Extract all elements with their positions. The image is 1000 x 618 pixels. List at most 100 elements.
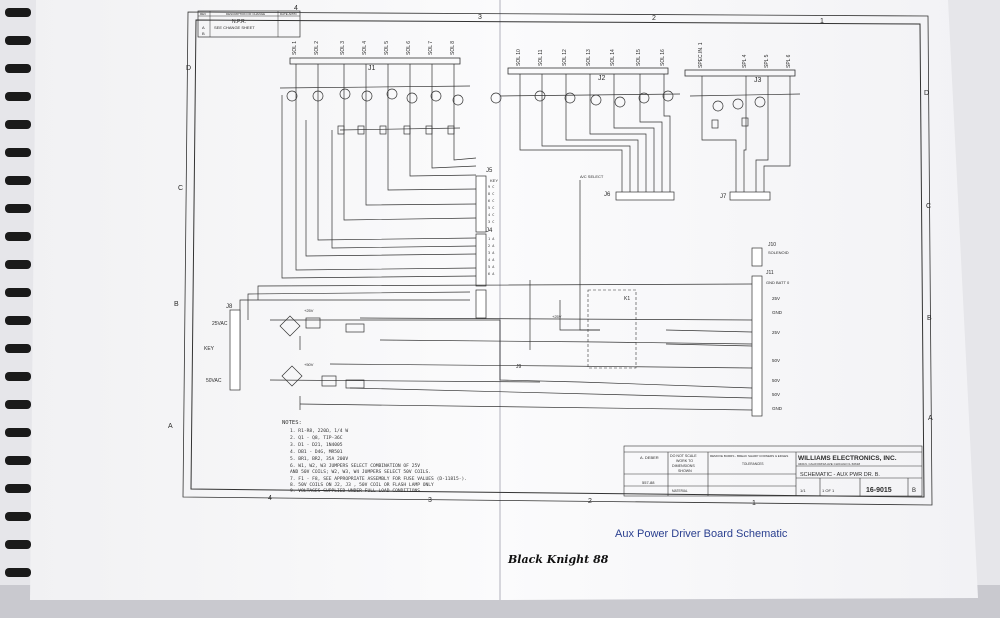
svg-text:3. D1 - D21, 1N4005: 3. D1 - D21, 1N4005 [290,442,343,448]
svg-text:GND: GND [772,406,783,411]
svg-text:SOL 12: SOL 12 [562,49,568,66]
connector-j7-body [729,191,771,201]
connector-j10: J10 [768,242,776,248]
svg-text:8. 50V COILS ON J2, J3 , 50V C: 8. 50V COILS ON J2, J3 , 50V COIL OR FLA… [290,482,434,488]
relay-k1-box [587,289,637,369]
svg-text:WORK TO: WORK TO [676,459,693,463]
svg-text:SOLENOID: SOLENOID [768,250,789,255]
connector-j5: J5 [486,168,493,174]
drawing-number: 16-9015 [866,487,892,494]
label-key: KEY [204,346,215,352]
svg-text:6. W1, W2, W3 JUMPERS SELECT C: 6. W1, W2, W3 JUMPERS SELECT COMBINATION… [290,463,420,469]
svg-text:SEE CHANGE SHEET: SEE CHANGE SHEET [214,25,255,30]
book-title: Black Knight 88 [508,553,609,566]
svg-text:REMOVE BURRS - BREAK SHARP COR: REMOVE BURRS - BREAK SHARP CORNERS & EDG… [710,454,788,458]
svg-text:2: 2 [588,498,592,505]
svg-text:SOL 3: SOL 3 [340,41,346,55]
svg-text:SOL 13: SOL 13 [586,49,592,66]
svg-text:C: C [926,203,931,210]
zone-markers: 4 3 2 1 4 3 2 1 D C B A D C B A [168,5,933,507]
label-25vac: 25VAC [212,321,228,327]
svg-text:50V: 50V [772,392,780,397]
svg-text:A: A [202,25,205,30]
svg-text:2 A: 2 A [488,244,495,248]
connector-j8-body [229,309,241,391]
svg-text:SOL 6: SOL 6 [406,41,412,55]
svg-text:DESCRIPTION OF CHANGE: DESCRIPTION OF CHANGE [226,12,265,16]
svg-text:SOL 5: SOL 5 [384,41,390,55]
svg-text:25V: 25V [772,330,780,335]
svg-text:4 C: 4 C [488,213,494,217]
revision-letter: B [912,488,916,494]
svg-text:MATERIAL: MATERIAL [672,489,688,493]
svg-text:A. DEBER: A. DEBER [640,455,659,460]
svg-text:SHOWN: SHOWN [678,469,692,473]
svg-text:4 A: 4 A [488,258,495,262]
svg-text:1. R1-R8, 220Ω, 1/4 W: 1. R1-R8, 220Ω, 1/4 W [290,428,348,434]
svg-text:AND 50V COILS; W2, W3, W4 JUMP: AND 50V COILS; W2, W3, W4 JUMPERS SELECT… [290,469,431,475]
svg-text:SOL 14: SOL 14 [610,49,616,66]
svg-text:8 C: 8 C [488,192,494,196]
svg-text:+25V: +25V [552,314,562,319]
relay-k1-label: K1 [624,296,630,302]
svg-text:SPL 6: SPL 6 [786,54,792,68]
svg-text:A: A [168,423,173,430]
connector-j3: J3 [754,77,762,84]
svg-text:B: B [927,315,932,322]
svg-text:25V: 25V [772,296,780,301]
power-wiring [239,280,753,411]
connector-j8: J8 [226,304,233,310]
svg-text:D: D [186,65,191,72]
svg-text:1/1: 1/1 [800,488,806,493]
connector-j7: J7 [720,194,727,200]
svg-text:1 OF 1: 1 OF 1 [822,488,835,493]
svg-text:NOTES:: NOTES: [282,420,302,426]
svg-text:SOL 10: SOL 10 [516,49,522,66]
svg-text:3 C: 3 C [488,220,494,224]
drawing-border [182,11,933,506]
driver-transistors [279,85,801,135]
connector-j6: J6 [604,192,611,198]
svg-text:+25V: +25V [304,308,314,313]
solenoid-labels: SOL 1 SOL 2 SOL 3 SOL 4 SOL 5 SOL 6 SOL … [292,41,792,68]
right-page [500,0,978,600]
svg-text:3: 3 [428,497,432,504]
label-50vac: 50VAC [206,378,222,384]
svg-text:4. DB1 - D4G, MR501: 4. DB1 - D4G, MR501 [290,449,343,455]
svg-text:SPL 4: SPL 4 [742,54,748,68]
notes-block: NOTES: 1. R1-R8, 220Ω, 1/4 W 2. Q1 - Q8,… [282,420,467,494]
connector-j5-stack [475,175,487,319]
svg-text:GND: GND [772,310,783,315]
svg-text:3 A: 3 A [488,251,495,255]
svg-text:1 A: 1 A [488,237,495,241]
svg-text:A: A [928,415,933,422]
svg-text:SOL 16: SOL 16 [660,49,666,66]
ac-select-label: A/C SELECT [580,174,604,179]
revision-table: REV DESCRIPTION OF CHANGE DATE APPD N.P.… [197,10,301,38]
connector-j11: J11 [766,270,774,276]
svg-text:7. F1 - F8, SEE APPROPRIATE AS: 7. F1 - F8, SEE APPROPRIATE ASSEMBLY FOR… [290,476,467,482]
drawing-title: SCHEMATIC - AUX PWR DR. B. [800,472,880,478]
company-name: WILLIAMS ELECTRONICS, INC. [798,455,897,462]
svg-text:SPEC.IN. 1: SPEC.IN. 1 [698,42,704,68]
svg-text:SPL 5: SPL 5 [764,54,770,68]
connector-j2: J2 [598,75,606,82]
svg-text:6 C: 6 C [488,199,494,203]
wiring-left [281,64,477,279]
svg-text:3401N. CALIFORNIA AVE CHIC: 3401N. CALIFORNIA AVE CHICAGO IL 60618 [798,462,860,466]
svg-text:50V: 50V [772,358,780,363]
svg-text:SOL 15: SOL 15 [636,49,642,66]
svg-text:C: C [178,185,183,192]
spiral-binding [5,8,31,577]
svg-text:B: B [202,31,205,36]
svg-text:5 A: 5 A [488,265,495,269]
svg-text:557-88: 557-88 [642,480,655,485]
svg-text:2: 2 [652,15,656,22]
connector-j6-body [615,191,675,201]
connector-j9: J9 [516,364,522,370]
svg-text:2. Q1 - Q8, TIP-36C: 2. Q1 - Q8, TIP-36C [290,435,343,441]
svg-text:D: D [924,90,929,97]
j5-pin-labels: 9 C8 C6 C 5 C4 C3 C 1 A2 A3 A 4 A5 A6 A [488,185,495,276]
